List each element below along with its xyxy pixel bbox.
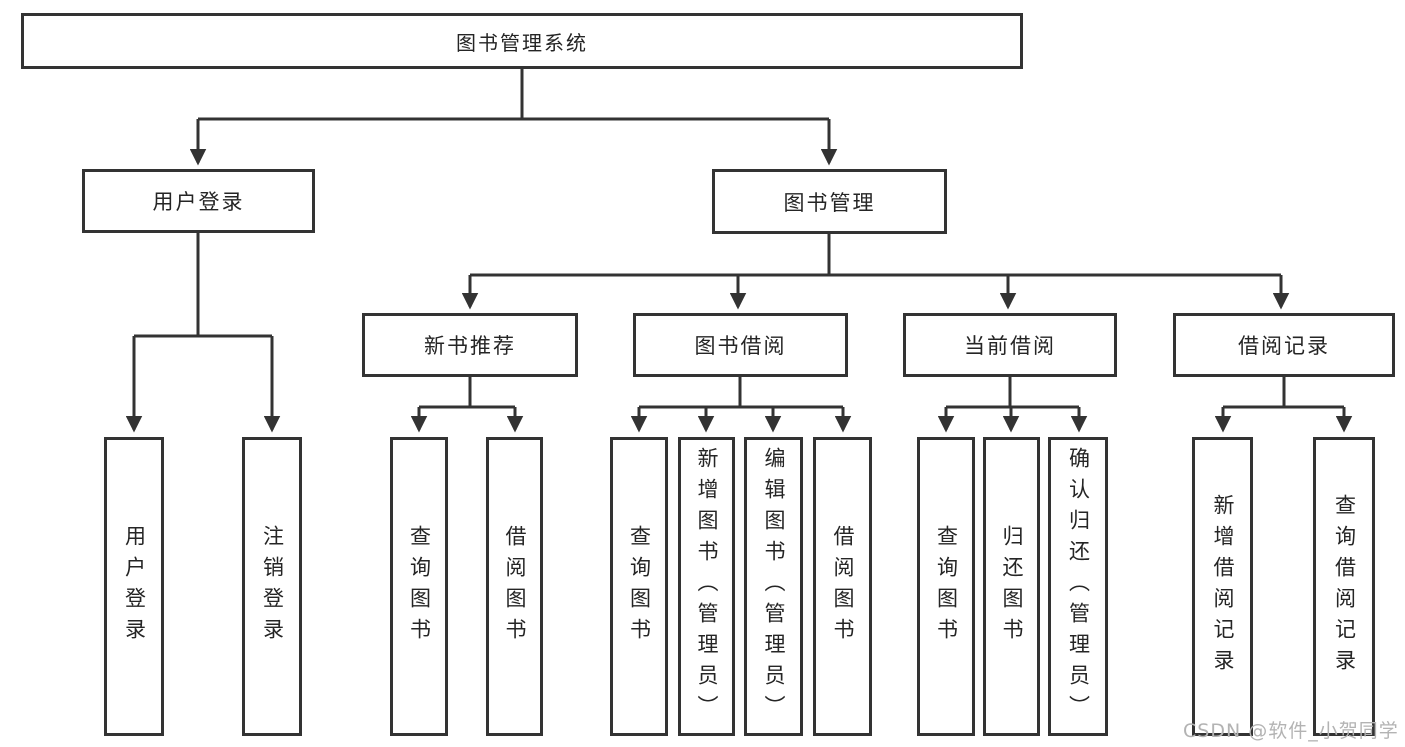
leaf-label: 确认归还（管理员）: [1066, 447, 1091, 726]
node-query-books-1: 查询图书: [390, 437, 448, 736]
node-book-borrowing: 图书借阅: [633, 313, 848, 377]
node-library-management-system: 图书管理系统: [21, 13, 1023, 69]
node-borrowing-records: 借阅记录: [1173, 313, 1395, 377]
node-add-borrow-record: 新增借阅记录: [1192, 437, 1253, 736]
node-confirm-return-admin: 确认归还（管理员）: [1048, 437, 1108, 736]
node-borrow-books-2: 借阅图书: [813, 437, 872, 736]
node-query-borrow-record: 查询借阅记录: [1313, 437, 1375, 736]
node-return-books: 归还图书: [983, 437, 1040, 736]
node-new-book-recommendation: 新书推荐: [362, 313, 578, 377]
node-add-books-admin: 新增图书（管理员）: [678, 437, 735, 736]
leaf-label: 借阅图书: [503, 524, 527, 649]
watermark-text: CSDN @软件_小贺同学: [1183, 720, 1399, 742]
node-user-login-leaf: 用户登录: [104, 437, 164, 736]
node-query-books-3: 查询图书: [917, 437, 975, 736]
leaf-label: 借阅图书: [831, 524, 855, 649]
leaf-label: 注销登录: [260, 524, 285, 649]
leaf-label: 归还图书: [1000, 524, 1024, 649]
leaf-label: 编辑图书（管理员）: [762, 447, 786, 726]
leaf-label: 查询图书: [627, 524, 652, 649]
leaf-label: 查询图书: [934, 524, 959, 649]
node-user-login: 用户登录: [82, 169, 315, 233]
leaf-label: 新增图书（管理员）: [695, 447, 719, 726]
node-book-management: 图书管理: [712, 169, 947, 234]
node-edit-books-admin: 编辑图书（管理员）: [744, 437, 803, 736]
node-borrow-books-1: 借阅图书: [486, 437, 543, 736]
leaf-label: 查询借阅记录: [1332, 493, 1357, 680]
node-query-books-2: 查询图书: [610, 437, 668, 736]
leaf-label: 用户登录: [122, 524, 147, 649]
node-current-borrowing: 当前借阅: [903, 313, 1117, 377]
leaf-label: 查询图书: [407, 524, 432, 649]
node-logout: 注销登录: [242, 437, 302, 736]
leaf-label: 新增借阅记录: [1211, 493, 1235, 680]
